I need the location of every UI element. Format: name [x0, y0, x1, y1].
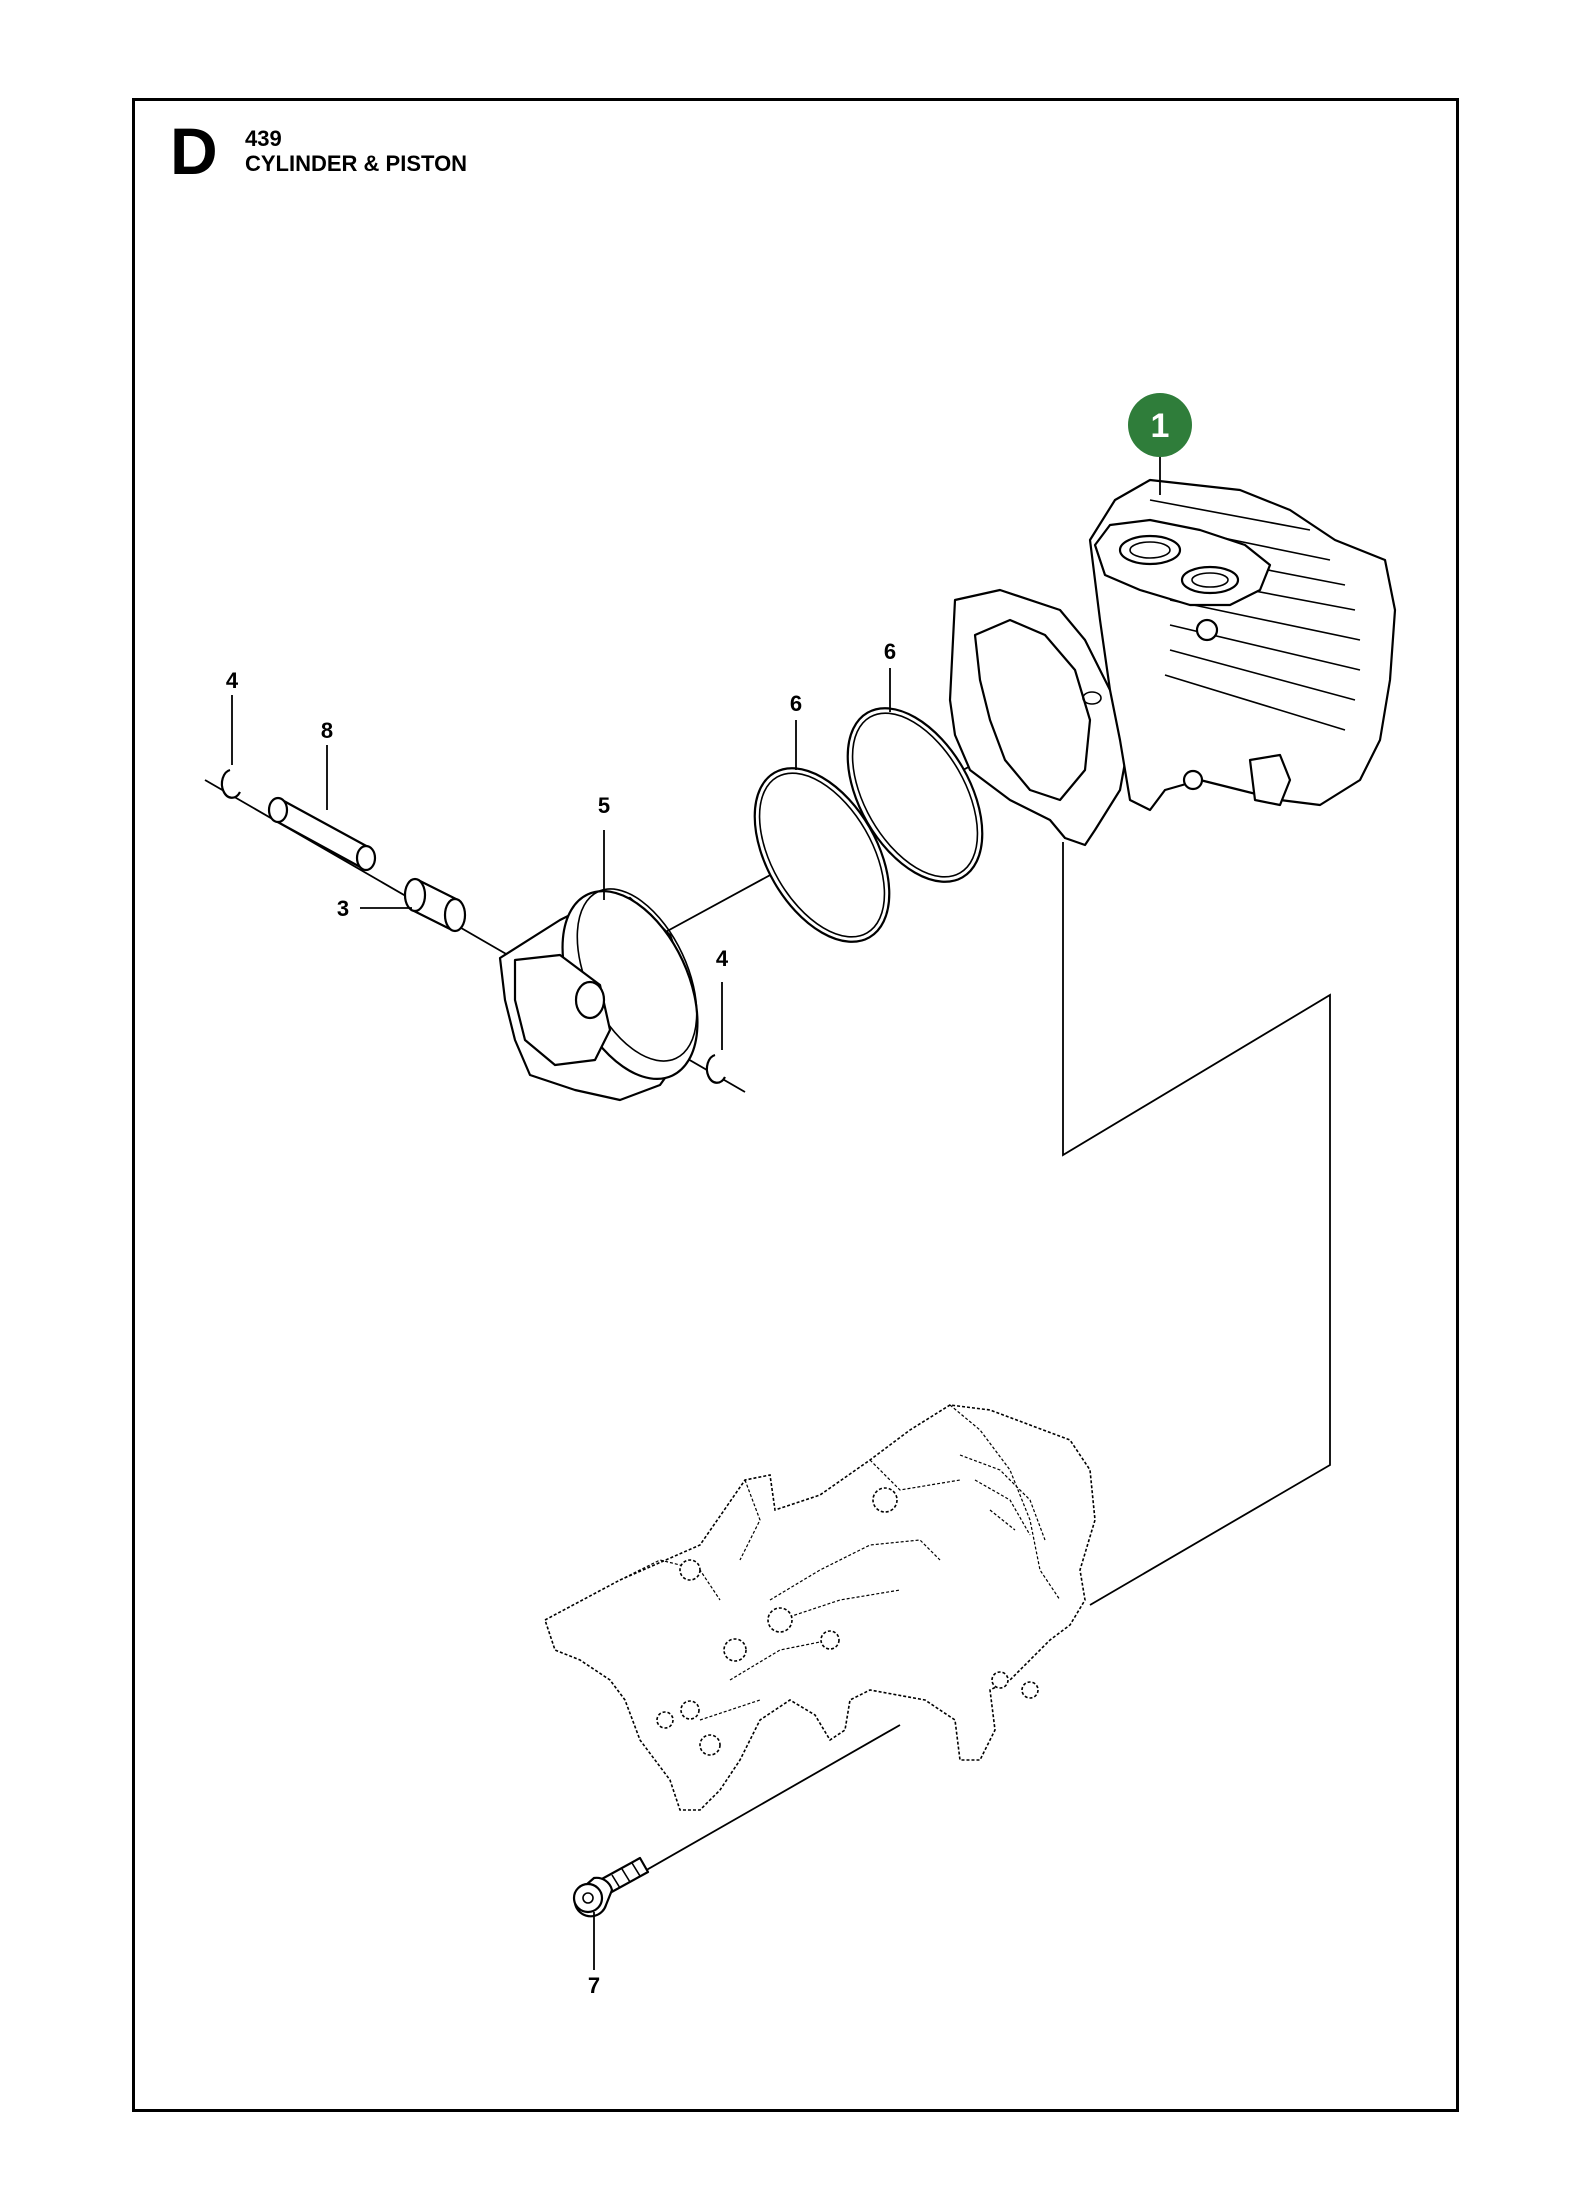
callout-8: 8 [321, 718, 333, 743]
section-letter: D [170, 114, 218, 188]
retaining-ring-left[interactable] [220, 768, 241, 799]
screw-part[interactable] [572, 1856, 650, 1918]
callout-6-inner: 6 [790, 691, 802, 716]
piston-part[interactable] [498, 870, 725, 1102]
model-number: 439 [245, 126, 282, 151]
retaining-ring-right[interactable] [705, 1053, 726, 1084]
callout-7: 7 [588, 1973, 600, 1998]
crankcase-part [544, 1404, 1096, 1811]
piston-ring-outer-edge [851, 712, 979, 878]
mount-connection-line [1062, 842, 1331, 1606]
callout-5: 5 [598, 793, 610, 818]
callout-3: 3 [337, 896, 349, 921]
piston-pin-part[interactable] [267, 796, 377, 872]
callout-4-left: 4 [226, 668, 239, 693]
diagram-frame [132, 98, 1459, 2112]
piston-ring-outer[interactable] [820, 685, 1010, 905]
callout-1: 1 [1151, 407, 1170, 445]
callout-4-right: 4 [716, 946, 729, 971]
needle-bearing-part[interactable] [403, 877, 467, 933]
cylinder-part[interactable] [948, 478, 1397, 847]
callout-6-outer: 6 [884, 639, 896, 664]
callout-badge-1[interactable] [1128, 393, 1192, 457]
piston-ring-inner-edge [758, 772, 886, 938]
section-title: CYLINDER & PISTON [245, 151, 468, 176]
